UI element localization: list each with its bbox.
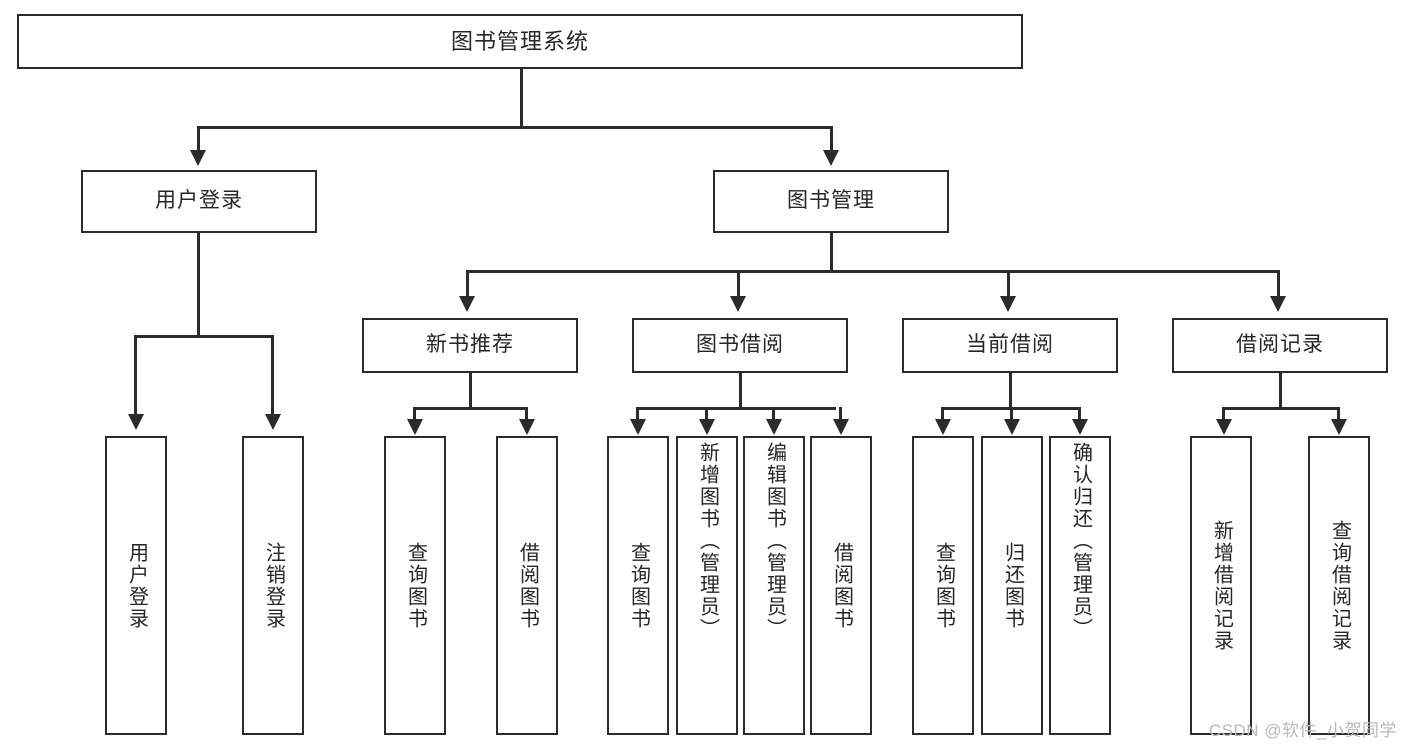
- connector-record-stem: [1279, 373, 1282, 407]
- leaf-query-book-borrow[interactable]: 查询图书: [607, 436, 669, 735]
- node-label: 新增图书（管理员）: [696, 442, 719, 640]
- node-label: 图书管理: [787, 189, 875, 213]
- node-label: 新增借阅记录: [1210, 519, 1233, 652]
- connector-new-book-leaf1: [413, 407, 416, 421]
- connector-current-leaf2: [1010, 407, 1013, 421]
- arrow-borrow-leaf4: [833, 419, 849, 435]
- connector-book-mgmt-stem: [830, 233, 833, 270]
- connector-to-record: [1277, 270, 1280, 298]
- connector-current-leaf1: [941, 407, 944, 421]
- node-label: 编辑图书（管理员）: [763, 442, 786, 640]
- leaf-borrow-book-recommend[interactable]: 借阅图书: [496, 436, 558, 735]
- node-label: 确认归还（管理员）: [1069, 442, 1092, 640]
- leaf-logout-login[interactable]: 注销登录: [242, 436, 304, 735]
- connector-to-new-book: [466, 270, 469, 298]
- connector-user-login-leaf2: [271, 335, 274, 416]
- arrow-user-login-leaf1: [128, 414, 144, 430]
- node-user-login[interactable]: 用户登录: [81, 170, 317, 233]
- node-label: 注销登录: [262, 541, 285, 630]
- node-label: 当前借阅: [966, 333, 1054, 357]
- node-label: 图书借阅: [696, 333, 784, 357]
- leaf-confirm-return-admin[interactable]: 确认归还（管理员）: [1049, 436, 1111, 735]
- connector-borrow-bus: [636, 407, 836, 410]
- leaf-borrow-book[interactable]: 借阅图书: [810, 436, 872, 735]
- arrow-record-leaf1: [1216, 419, 1232, 435]
- arrow-to-current: [1000, 296, 1016, 312]
- arrow-to-new-book: [459, 296, 475, 312]
- node-label: 用户登录: [125, 541, 148, 630]
- leaf-edit-book-admin[interactable]: 编辑图书（管理员）: [743, 436, 805, 735]
- leaf-add-book-admin[interactable]: 新增图书（管理员）: [676, 436, 738, 735]
- node-label: 新书推荐: [426, 333, 514, 357]
- arrow-to-user-login: [190, 150, 206, 166]
- connector-record-bus: [1222, 407, 1340, 410]
- node-label: 借阅图书: [516, 541, 539, 630]
- connector-record-leaf2: [1337, 407, 1340, 421]
- connector-record-leaf1: [1222, 407, 1225, 421]
- connector-new-book-leaf2: [525, 407, 528, 421]
- leaf-query-book-current[interactable]: 查询图书: [912, 436, 974, 735]
- connector-user-login-leaf1: [134, 335, 137, 416]
- connector-level3-bus: [466, 270, 1280, 273]
- connector-to-book-mgmt: [830, 126, 833, 152]
- arrow-new-book-leaf2: [519, 419, 535, 435]
- arrow-record-leaf2: [1331, 419, 1347, 435]
- node-label: 查询借阅记录: [1328, 519, 1351, 652]
- connector-borrow-leaf3: [772, 407, 775, 421]
- node-book-management[interactable]: 图书管理: [713, 170, 949, 233]
- connector-level2-bus: [197, 126, 833, 129]
- arrow-to-borrow: [730, 296, 746, 312]
- leaf-return-book[interactable]: 归还图书: [981, 436, 1043, 735]
- arrow-new-book-leaf1: [407, 419, 423, 435]
- connector-to-user-login: [197, 126, 200, 152]
- arrow-current-leaf2: [1004, 419, 1020, 435]
- node-label: 查询图书: [404, 541, 427, 630]
- connector-new-book-stem: [469, 373, 472, 407]
- connector-user-login-bus: [134, 335, 274, 338]
- leaf-query-book-recommend[interactable]: 查询图书: [384, 436, 446, 735]
- watermark-text: CSDN @软件_小贺同学: [1208, 721, 1397, 740]
- connector-current-stem: [1009, 373, 1012, 407]
- node-label: 查询图书: [932, 541, 955, 630]
- arrow-borrow-leaf1: [630, 419, 646, 435]
- connector-root-stem: [520, 69, 523, 126]
- connector-new-book-bus: [413, 407, 528, 410]
- connector-to-borrow: [737, 270, 740, 298]
- leaf-query-borrow-record[interactable]: 查询借阅记录: [1308, 436, 1370, 735]
- node-root-system[interactable]: 图书管理系统: [17, 14, 1023, 69]
- node-label: 归还图书: [1001, 541, 1024, 630]
- arrow-current-leaf1: [935, 419, 951, 435]
- connector-to-current: [1007, 270, 1010, 298]
- connector-borrow-leaf1: [636, 407, 639, 421]
- arrow-current-leaf3: [1072, 419, 1088, 435]
- connector-current-bus: [941, 407, 1078, 410]
- leaf-add-borrow-record[interactable]: 新增借阅记录: [1190, 436, 1252, 735]
- connector-borrow-stem: [739, 373, 742, 407]
- arrow-borrow-leaf3: [766, 419, 782, 435]
- connector-user-login-stem: [197, 233, 200, 335]
- node-label: 借阅图书: [830, 541, 853, 630]
- node-current-borrow[interactable]: 当前借阅: [902, 318, 1118, 373]
- connector-borrow-leaf2: [705, 407, 708, 421]
- arrow-user-login-leaf2: [265, 414, 281, 430]
- connector-borrow-leaf4: [839, 407, 842, 421]
- node-new-book-recommend[interactable]: 新书推荐: [362, 318, 578, 373]
- node-label: 借阅记录: [1236, 333, 1324, 357]
- leaf-user-login[interactable]: 用户登录: [105, 436, 167, 735]
- arrow-to-book-mgmt: [823, 150, 839, 166]
- node-label: 图书管理系统: [450, 28, 589, 54]
- arrow-to-record: [1270, 296, 1286, 312]
- node-label: 查询图书: [627, 541, 650, 630]
- node-borrow-record[interactable]: 借阅记录: [1172, 318, 1388, 373]
- arrow-borrow-leaf2: [699, 419, 715, 435]
- node-label: 用户登录: [155, 189, 243, 213]
- connector-current-leaf3: [1078, 407, 1081, 421]
- node-book-borrow[interactable]: 图书借阅: [632, 318, 848, 373]
